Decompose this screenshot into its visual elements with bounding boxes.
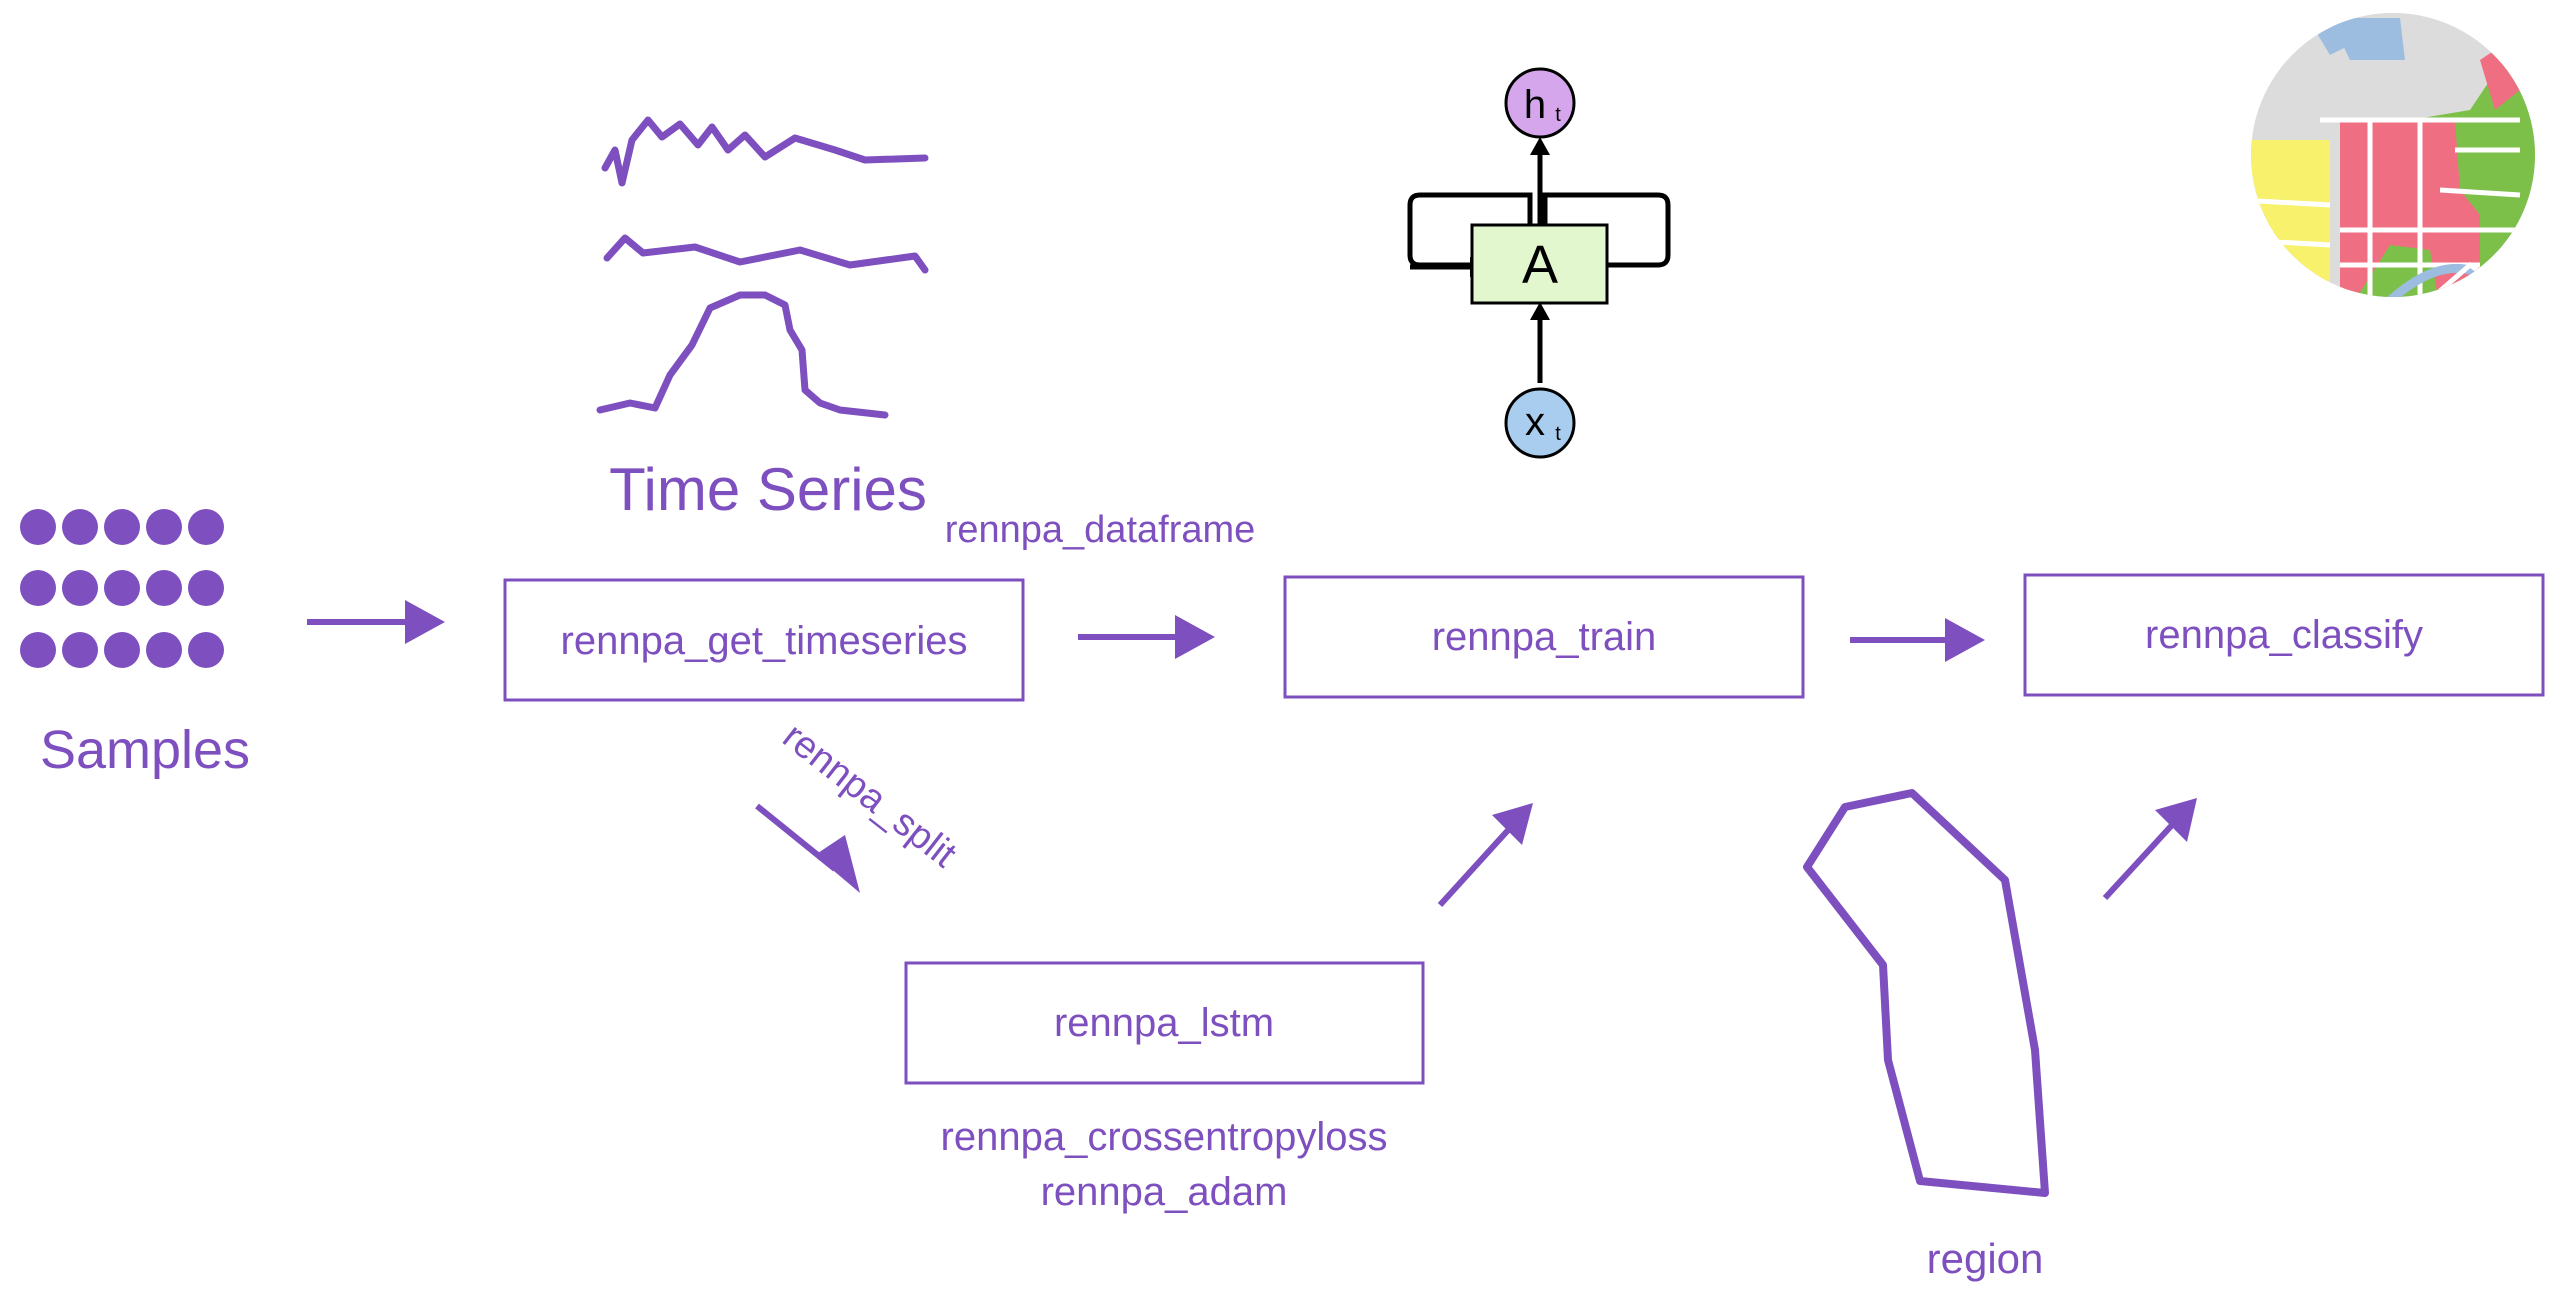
region-polygon xyxy=(1803,789,2049,1197)
rnn-input-subscript: t xyxy=(1555,423,1561,445)
loss-function-label: rennpa_crossentropyloss xyxy=(941,1115,1388,1159)
arrow-samples-to-timeseries xyxy=(307,600,445,644)
rnn-output-node xyxy=(1504,67,1576,139)
samples-icon xyxy=(20,509,224,668)
arrow-train-to-classify xyxy=(1850,618,1985,662)
arrow-timeseries-to-train xyxy=(1078,615,1215,659)
rnn-cell-box xyxy=(1470,223,1609,305)
region-label: region xyxy=(1927,1235,2044,1282)
time-series-icon xyxy=(596,116,929,419)
rnn-cell-icon xyxy=(1407,67,1671,459)
arrow-timeseries-to-lstm xyxy=(755,803,860,893)
get-timeseries-label: rennpa_get_timeseries xyxy=(561,619,968,663)
rnn-input-label: x xyxy=(1525,400,1545,444)
train-label: rennpa_train xyxy=(1432,615,1657,659)
train-node[interactable]: rennpa_train xyxy=(1283,575,1805,699)
split-label: rennpa_split xyxy=(775,715,964,876)
classify-label: rennpa_classify xyxy=(2145,613,2423,657)
lstm-label: rennpa_lstm xyxy=(1054,1001,1274,1045)
dataframe-label: rennpa_dataframe xyxy=(945,509,1256,551)
rnn-input-node xyxy=(1504,387,1576,459)
get-timeseries-node[interactable]: rennpa_get_timeseries xyxy=(503,578,1025,702)
arrow-region-to-classify xyxy=(2102,798,2197,901)
time-series-label: Time Series xyxy=(609,456,927,523)
optimizer-label: rennpa_adam xyxy=(1041,1170,1288,1214)
rnn-output-label: h xyxy=(1524,83,1546,127)
arrow-lstm-to-train xyxy=(1437,803,1533,908)
classify-node[interactable]: rennpa_classify xyxy=(2023,573,2545,697)
rnn-cell-label: A xyxy=(1522,235,1558,295)
samples-label: Samples xyxy=(40,720,250,780)
lstm-node[interactable]: rennpa_lstm xyxy=(904,961,1425,1085)
rnn-output-subscript: t xyxy=(1555,104,1561,126)
classified-map-icon xyxy=(2251,13,2535,297)
